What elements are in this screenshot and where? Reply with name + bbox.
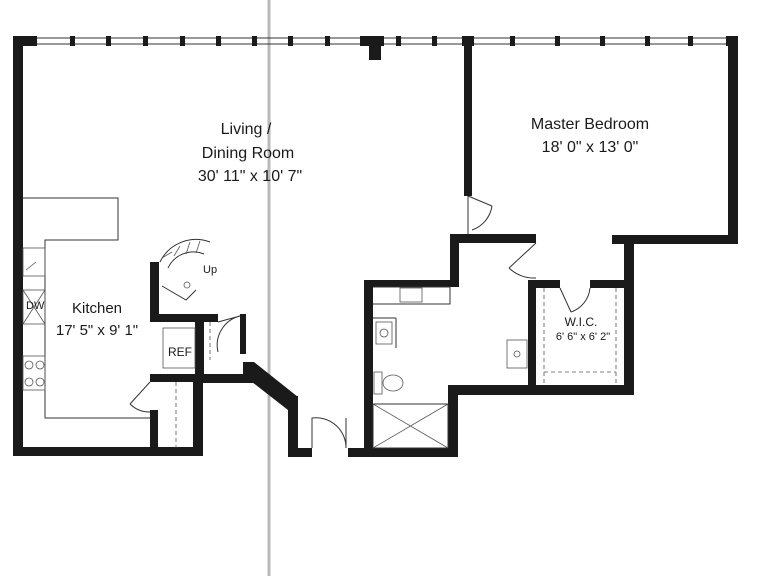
closet-dashes	[175, 322, 211, 448]
kitchen-counters	[22, 197, 196, 419]
top-window-wall	[13, 36, 738, 60]
refrigerator-label: REF	[168, 345, 192, 359]
stair-up-label: Up	[203, 264, 218, 276]
master-bedroom-size: 18' 0" x 13' 0"	[541, 139, 639, 156]
living-dining-label-2: Dining Room	[201, 145, 295, 162]
kitchen-size: 17' 5" x 9' 1"	[55, 322, 139, 339]
dishwasher-label: DW	[26, 300, 45, 312]
master-bedroom-label: Master Bedroom	[530, 116, 650, 133]
living-dining-label-1: Living /	[220, 121, 272, 138]
wic-size: 6' 6" x 6' 2"	[555, 331, 611, 343]
interior-walls	[150, 44, 624, 457]
spiral-stair	[159, 238, 211, 301]
bath-fixtures	[372, 286, 528, 449]
kitchen-label: Kitchen	[71, 300, 123, 317]
wic-shelving	[543, 288, 617, 386]
doors	[129, 195, 591, 449]
wic-label: W.I.C.	[564, 315, 598, 329]
living-dining-size: 30' 11" x 10' 7"	[197, 168, 303, 185]
